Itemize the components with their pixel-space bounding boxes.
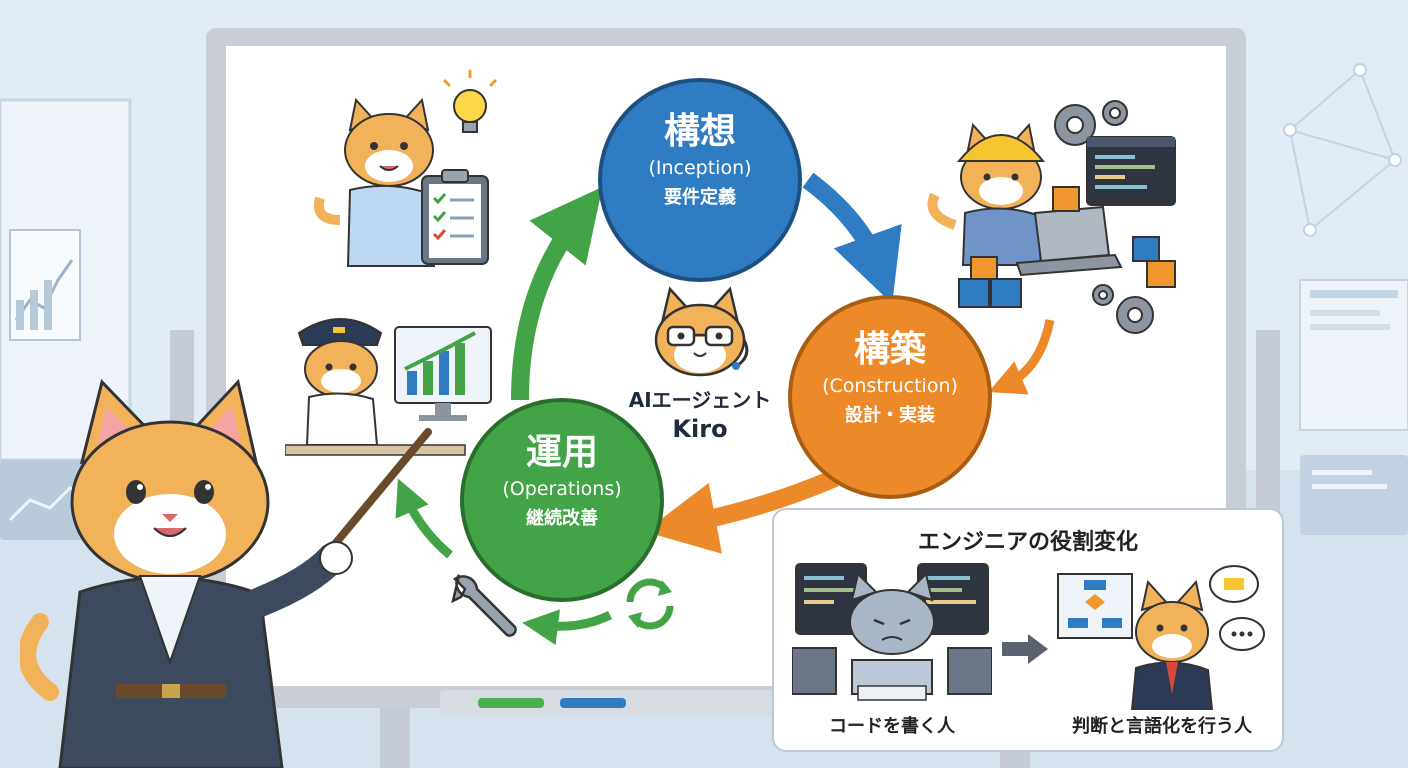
operations-circle — [460, 398, 664, 602]
lightbulb-icon — [442, 70, 498, 133]
after-illustration — [1057, 565, 1265, 710]
inception-title: 構想 — [663, 111, 736, 152]
construction-en: (Construction) — [822, 374, 958, 397]
marker-blue — [560, 698, 626, 708]
construction-title: 構築 — [853, 329, 926, 370]
presenter-cat-illustration — [20, 378, 432, 768]
after-caption: 判断と言語化を行う人 — [1072, 716, 1252, 737]
pointer-stick — [316, 428, 432, 566]
arrow-small-operations-left — [395, 478, 453, 559]
construction-illustration — [927, 100, 1176, 334]
panel-title: エンジニアの役割変化 — [917, 530, 1138, 555]
laptop-icon — [1015, 205, 1123, 277]
arrow-construction-to-operations — [644, 469, 839, 554]
kiro-cat-avatar — [654, 286, 749, 377]
before-illustration — [792, 563, 992, 701]
arrow-operations-to-inception — [511, 186, 603, 401]
wrench-icon — [451, 574, 517, 637]
inception-sub: 要件定義 — [664, 187, 736, 209]
network-graphic — [1283, 63, 1402, 237]
inception-en: (Inception) — [648, 156, 752, 179]
center-label: AIエージェント Kiro — [590, 384, 810, 443]
flowchart-icon — [1057, 573, 1133, 639]
construction-sub: 設計・実装 — [845, 405, 935, 427]
office-monitor-right — [1299, 279, 1408, 535]
arrow-inception-to-construction — [802, 172, 902, 304]
gear-icon — [1054, 100, 1154, 334]
arrow-right-icon — [1002, 634, 1048, 664]
inception-circle — [598, 78, 802, 282]
inception-text: 構想 (Inception) 要件定義 — [600, 112, 800, 210]
code-window-icon — [1086, 136, 1176, 206]
speech-bubble-icon — [1209, 565, 1265, 651]
clipboard-icon — [421, 169, 489, 265]
operations-illustration — [285, 318, 492, 456]
center-line1: AIエージェント — [628, 388, 772, 412]
operations-title: 運用 — [525, 432, 598, 473]
center-line2: Kiro — [672, 415, 728, 443]
role-change-panel: エンジニアの役割変化 — [772, 508, 1284, 752]
arrow-small-operations-bottom — [522, 609, 613, 646]
marker-green — [478, 698, 544, 708]
construction-circle — [788, 295, 992, 499]
code-window-icon — [795, 563, 989, 635]
arrow-small-construction — [988, 319, 1055, 395]
operations-en: (Operations) — [502, 477, 622, 500]
before-caption: コードを書く人 — [829, 716, 955, 737]
bar-chart-icon — [394, 326, 492, 421]
inception-illustration — [314, 70, 498, 267]
operations-sub: 継続改善 — [526, 508, 598, 530]
construction-text: 構築 (Construction) 設計・実装 — [790, 330, 990, 428]
blocks — [958, 186, 1176, 308]
refresh-icon — [626, 578, 674, 630]
operations-text: 運用 (Operations) 継続改善 — [462, 433, 662, 531]
